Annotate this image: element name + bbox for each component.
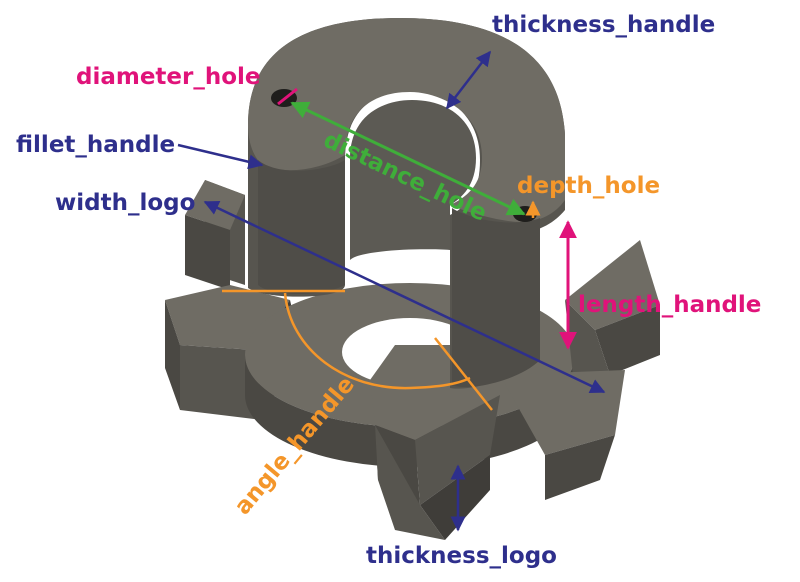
width-logo-arrow [203, 200, 606, 394]
distance-hole-arrow [290, 101, 526, 216]
width-logo-label: width_logo [55, 190, 195, 216]
depth-hole-label: depth_hole [517, 173, 660, 199]
diameter-hole-label: diameter_hole [76, 64, 261, 90]
diameter-hole-arrow [277, 87, 298, 106]
angle-handle-arc [222, 289, 493, 411]
thickness-handle-label: thickness_handle [492, 12, 715, 38]
fillet-handle-arrow [177, 143, 264, 170]
length-handle-label: length_handle [578, 292, 761, 318]
thickness-handle-arrow [446, 50, 491, 110]
fillet-handle-label: fillet_handle [16, 132, 175, 158]
thickness-logo-label: thickness_logo [366, 543, 557, 569]
